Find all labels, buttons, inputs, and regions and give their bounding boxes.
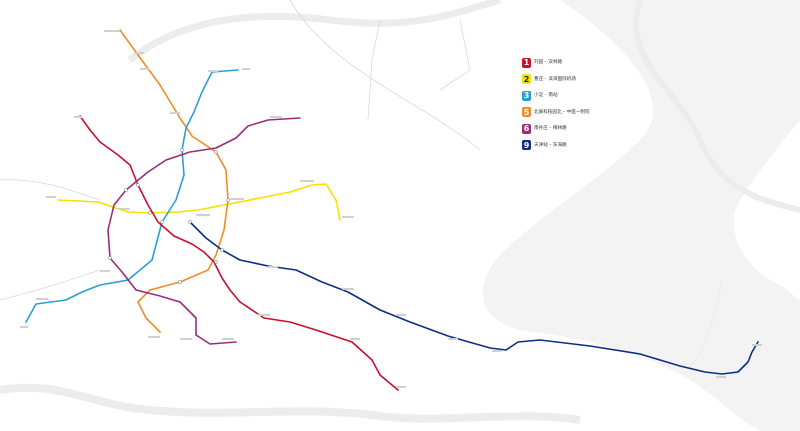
station-label [74, 116, 82, 118]
station-label [148, 336, 160, 338]
legend-text: 刘园 – 双林路 [534, 59, 562, 66]
station-label [36, 298, 48, 300]
road-north [367, 19, 381, 121]
line-number-badge: 2 [522, 74, 531, 85]
road-east [289, 0, 481, 151]
station-label [118, 208, 130, 210]
station-label [134, 52, 144, 54]
station-label [196, 214, 210, 216]
legend-line-name: 曹庄 – 滨海国际机场 [534, 76, 576, 82]
station-marker[interactable] [180, 148, 184, 152]
road-northeast [439, 19, 471, 91]
station-label [396, 314, 406, 316]
station-marker[interactable] [124, 188, 128, 192]
line-6-path [107, 117, 301, 345]
line-number-badge: 3 [522, 90, 531, 101]
station-label [268, 266, 278, 268]
legend-text: 小淀 – 南站 [534, 92, 558, 99]
line-2-path [57, 183, 341, 221]
station-marker[interactable] [148, 211, 152, 215]
station-marker[interactable] [160, 220, 164, 224]
station-label [242, 68, 250, 70]
coastline-region [482, 0, 800, 431]
legend-item-line-5[interactable]: 5 北辰科技园北 – 中医一附院 [522, 106, 642, 119]
station-label [20, 326, 28, 328]
legend-line-name: 北辰科技园北 – 中医一附院 [534, 109, 590, 115]
station-label [104, 30, 120, 32]
river-top [127, 0, 502, 63]
line-number-badge: 1 [522, 57, 531, 68]
line-5-path [119, 29, 229, 333]
station-marker[interactable] [214, 150, 218, 154]
station-label [492, 350, 502, 352]
station-marker[interactable] [214, 260, 218, 264]
station-label [230, 198, 244, 200]
station-marker[interactable] [220, 248, 224, 252]
station-label [170, 112, 180, 114]
station-marker[interactable] [178, 280, 182, 284]
line-1-path [79, 115, 399, 391]
line-9-path [189, 221, 759, 375]
legend-line-name: 小淀 – 南站 [534, 93, 558, 99]
station-label [270, 116, 282, 118]
station-label [342, 216, 354, 218]
road-southwest [0, 269, 101, 301]
station-label [140, 68, 150, 70]
station-labels [20, 30, 762, 388]
station-label [752, 344, 762, 346]
legend-item-line-1[interactable]: 1 刘园 – 双林路 [522, 56, 642, 69]
station-marker[interactable] [188, 220, 192, 224]
stations [108, 148, 230, 284]
legend-text: 天津站 – 东海路 [534, 142, 567, 149]
legend-line-name: 天津站 – 东海路 [534, 142, 567, 148]
legend-text: 北辰科技园北 – 中医一附院 [534, 109, 590, 116]
legend-item-line-6[interactable]: 6 南孙庄 – 梅林路 [522, 122, 642, 135]
station-label [300, 180, 314, 182]
legend-line-name: 刘园 – 双林路 [534, 60, 563, 65]
line-number-badge: 9 [522, 140, 531, 151]
line-number-badge: 5 [522, 107, 531, 118]
station-label [396, 386, 406, 388]
river-east [632, 0, 800, 213]
legend-text: 南孙庄 – 梅林路 [534, 125, 567, 132]
legend-item-line-3[interactable]: 3 小淀 – 南站 [522, 89, 642, 102]
station-label [46, 196, 56, 198]
legend-item-line-9[interactable]: 9 天津站 – 东海路 [522, 139, 642, 152]
legend-item-line-2[interactable]: 2 曹庄 – 滨海国际机场 [522, 73, 642, 86]
station-label [180, 338, 192, 340]
station-marker[interactable] [136, 183, 140, 187]
line-number-badge: 6 [522, 123, 531, 134]
station-label [448, 338, 458, 340]
station-marker[interactable] [108, 256, 112, 260]
station-marker[interactable] [226, 198, 230, 202]
station-label [342, 288, 354, 290]
legend-line-name: 南孙庄 – 梅林路 [534, 126, 567, 132]
line-legend: 1 刘园 – 双林路 2 曹庄 – 滨海国际机场 3 小淀 – 南站 5 北辰科… [522, 56, 642, 156]
station-label [208, 70, 218, 72]
river-bottom [0, 383, 581, 424]
station-label [222, 338, 234, 340]
station-label [100, 270, 110, 272]
road-west [0, 179, 101, 201]
dashed-boundary [689, 279, 723, 369]
station-label [258, 314, 270, 316]
legend-text: 曹庄 – 滨海国际机场 [534, 76, 576, 83]
line-3-path [25, 69, 239, 323]
station-label [350, 338, 360, 340]
metro-lines [25, 29, 759, 391]
station-label [716, 376, 726, 378]
